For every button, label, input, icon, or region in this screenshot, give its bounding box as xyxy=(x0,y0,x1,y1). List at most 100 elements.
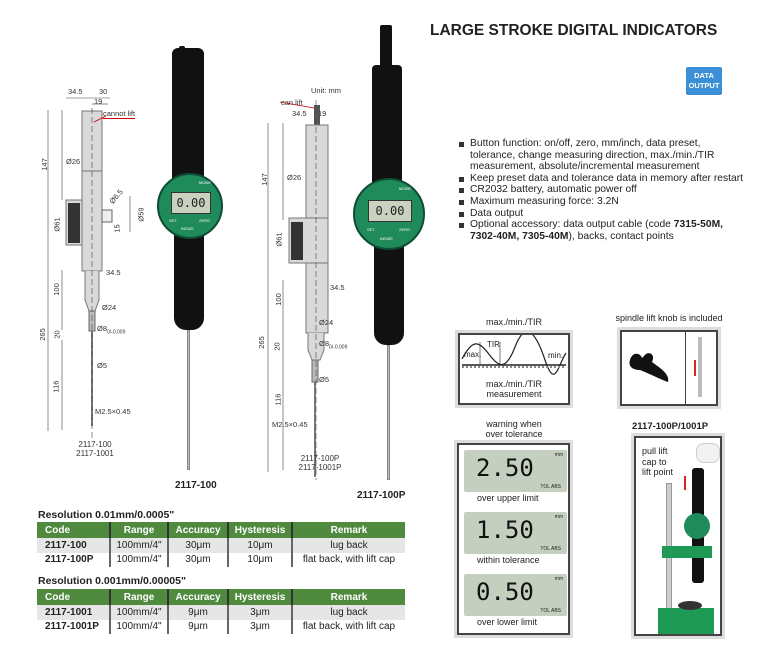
photo-label: 2117-100 xyxy=(175,480,217,491)
dim-label: Ø5 xyxy=(319,375,330,384)
col-header: Hysteresis xyxy=(228,522,293,538)
data-output-badge: DATA OUTPUT xyxy=(686,67,722,95)
wave-graphic xyxy=(461,335,567,375)
anvil xyxy=(678,601,702,610)
lift-knob-icon xyxy=(629,353,669,382)
col-header: Code xyxy=(37,589,111,605)
stand-arm xyxy=(662,546,712,558)
cell: flat back, with lift cap xyxy=(302,554,396,566)
tir-title: max./min./TIR xyxy=(485,317,542,327)
col-header: Remark xyxy=(292,589,405,605)
col-header: Hysteresis xyxy=(228,589,293,605)
stand-title: 2117-100P/1001P xyxy=(632,421,709,432)
feature-item: Data output xyxy=(458,208,748,220)
cell: lug back xyxy=(292,605,405,620)
feature-item: Maximum measuring force: 3.2N xyxy=(458,196,748,208)
col-header: Accuracy xyxy=(168,522,229,538)
divider xyxy=(685,332,686,404)
cell: 2117-100P xyxy=(37,552,111,567)
cell: 3μm xyxy=(228,619,293,634)
caption-line: max./min./TIR xyxy=(485,379,542,389)
zero-button: ZERO xyxy=(199,218,211,223)
model: 2117-100 xyxy=(78,440,112,449)
dim-label: 34.5 xyxy=(292,109,307,118)
lcd-value: 2.50 xyxy=(476,454,534,482)
feature-item: Keep preset data and tolerance data in m… xyxy=(458,173,748,185)
dim-label: 34.5 xyxy=(330,283,345,292)
stand-base xyxy=(658,608,714,634)
cell: 2117-1001P xyxy=(37,619,111,634)
cell: 100mm/4" xyxy=(110,552,169,567)
col-header: Remark xyxy=(292,522,405,538)
col-header: Range xyxy=(110,589,169,605)
technical-drawing-flat-back: Unit: mm can lift 34.5 19 147 Ø26 Ø61 34… xyxy=(250,80,360,480)
dim-label: Ø5 xyxy=(97,361,108,370)
col-header: Range xyxy=(110,522,169,538)
caption-line: lift point xyxy=(642,467,674,477)
up-arrow-icon xyxy=(694,360,696,376)
dim-label: M2.5×0.45 xyxy=(95,407,131,416)
lcd-tol: TOL ABS xyxy=(540,546,561,552)
lower-housing xyxy=(174,230,204,330)
up-arrow-icon xyxy=(684,476,686,490)
lcd-caption: over upper limit xyxy=(477,493,539,503)
cell: flat back, with lift cap xyxy=(302,621,396,633)
cell: lug back xyxy=(292,538,405,553)
dim-label: 116 xyxy=(51,380,61,393)
spindle xyxy=(387,345,390,480)
lcd-value: 0.50 xyxy=(476,578,534,606)
dim-label: Ø61 xyxy=(274,232,284,247)
brand-logo: INSIZE xyxy=(181,226,194,231)
drawing-lines xyxy=(47,97,131,440)
dim-value: Ø8 xyxy=(319,339,330,348)
dim-tolerance: 0/-0.009 xyxy=(107,329,126,336)
can-lift-note: can lift xyxy=(281,98,303,107)
dim-label: Ø80/-0.009 xyxy=(97,324,125,338)
col-header: Code xyxy=(37,522,111,538)
tir-label: TIR xyxy=(487,340,500,349)
dim-label: Ø26 xyxy=(287,173,302,182)
feature-item: Button function: on/off, zero, mm/inch, … xyxy=(458,138,748,173)
technical-drawing-lug-back: 34.5 30 19 cannot lift 147 Ø26 Ø6.5 15 Ø… xyxy=(0,0,250,470)
dim-label: 34.5 xyxy=(68,87,83,96)
dim-label: Ø61 xyxy=(52,217,62,232)
lcd-caption: over lower limit xyxy=(477,617,538,627)
dim-label: 147 xyxy=(39,158,49,171)
lcd-unit: mm xyxy=(554,576,563,582)
spindle-title: spindle lift knob is included xyxy=(615,313,723,323)
resolution-title: Resolution 0.001mm/0.00005" xyxy=(38,575,186,587)
cell: 2117-100 xyxy=(37,538,111,553)
set-button: SET xyxy=(169,218,177,223)
title-line: warning when xyxy=(486,419,542,429)
cell: 3μm xyxy=(228,605,293,620)
page-title: LARGE STROKE DIGITAL INDICATORS xyxy=(430,22,718,39)
spindle-housing xyxy=(372,65,402,195)
product-photo-2117-100: MODE 0.00 SET ZERO INSIZE xyxy=(150,40,230,500)
lower-housing xyxy=(374,245,404,345)
dim-label: M2.5×0.45 xyxy=(272,420,308,429)
feature-item: Optional accessory: data output cable (c… xyxy=(458,219,748,242)
lift-cap xyxy=(380,25,392,67)
dim-label: 265 xyxy=(256,336,266,349)
mode-button: MODE xyxy=(399,186,411,191)
caption-line: pull lift xyxy=(642,446,668,456)
spindle-knob-photo xyxy=(620,330,718,406)
dim-label: 34.5 xyxy=(106,268,121,277)
lcd-tol: TOL ABS xyxy=(540,484,561,490)
drawing-lines xyxy=(267,100,329,480)
dim-tolerance: 0/-0.009 xyxy=(329,344,348,351)
lcd-caption: within tolerance xyxy=(477,555,540,565)
cell: 10μm xyxy=(228,538,293,553)
